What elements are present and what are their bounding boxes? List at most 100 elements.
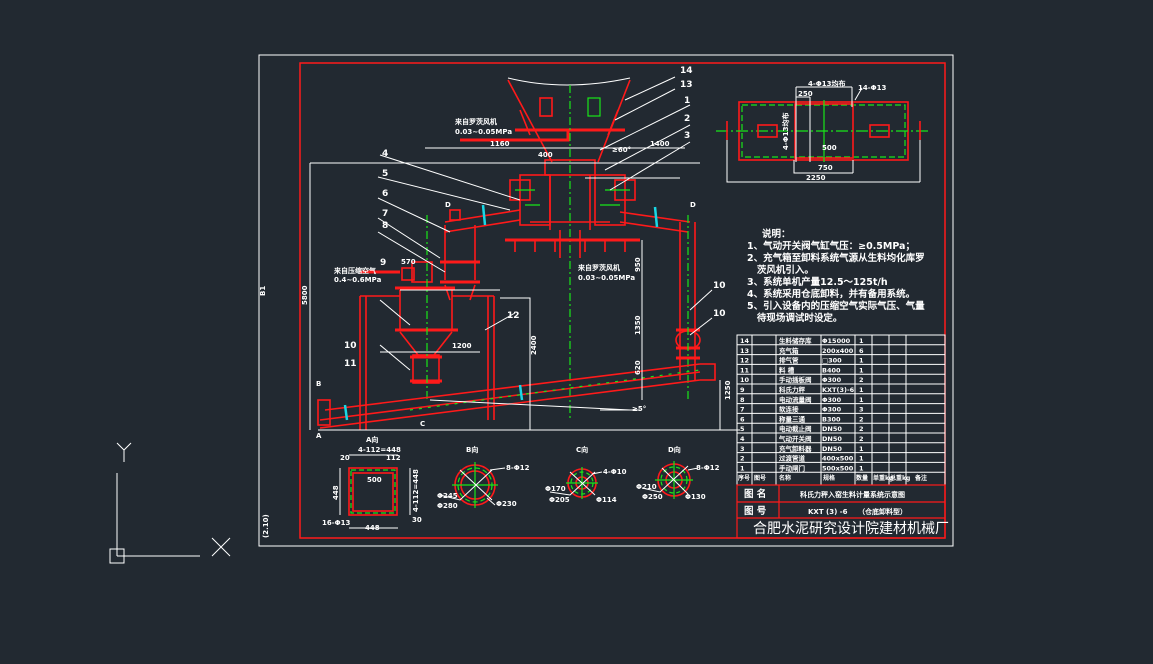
note-item: 1、气动开关阀气缸气压：≥0.5MPa；: [747, 240, 915, 252]
dim-620: 620: [634, 360, 642, 375]
table-cell-name: 电动截止阀: [779, 424, 812, 433]
table-cell-name: 手动插板阀: [779, 375, 812, 384]
table-cell-qty: 1: [859, 396, 864, 404]
plan-view[interactable]: 2250 750 4-Φ13均布 14-Φ13 250 500 4-Φ13均布: [716, 79, 928, 183]
detail-b-dim: Φ280: [437, 502, 458, 510]
table-header: 备注: [914, 474, 927, 482]
flow-labels: 来自罗茨风机 0.03~0.05MPa 来自罗茨风机 0.03~0.05MPa …: [333, 117, 635, 284]
callout-11: 11: [344, 359, 357, 369]
table-cell-qty: 1: [859, 386, 864, 394]
sheet-top-label: B1: [259, 286, 267, 296]
plan-dim-height: 4-Φ13均布: [781, 113, 790, 150]
table-cell-spec: KXT(3)-6: [822, 386, 855, 394]
flow-label-top-pressure: 0.03~0.05MPa: [455, 128, 512, 136]
table-cell-no: 14: [740, 337, 750, 345]
detail-a-dim: 448: [332, 485, 340, 500]
table-cell-name: 气动开关阀: [778, 434, 812, 443]
table-cell-no: 8: [740, 396, 745, 404]
callout-12: 12: [507, 311, 520, 321]
detail-c[interactable]: C向 4-Φ10 Φ170 Φ205 Φ114: [545, 445, 627, 504]
table-cell-name: 称量三通: [779, 414, 806, 423]
callout-4: 4: [382, 149, 388, 159]
detail-c-dim: Φ114: [596, 496, 617, 504]
detail-d[interactable]: D向 8-Φ12 Φ210 Φ250 Φ130: [636, 445, 720, 501]
flow-label-middle-pressure: 0.03~0.05MPa: [578, 274, 635, 282]
plan-hole-note: 14-Φ13: [858, 84, 886, 92]
table-cell-qty: 2: [859, 435, 864, 443]
callout-10b: 10: [713, 309, 726, 319]
detail-d-dim: Φ250: [642, 493, 663, 501]
callout-9: 9: [380, 258, 386, 268]
callout-14: 14: [680, 66, 693, 76]
detail-b-title: B向: [466, 445, 478, 454]
dim-5800: 5800: [301, 285, 309, 305]
detail-a-dim: 500: [367, 476, 382, 484]
callout-8: 8: [382, 221, 388, 231]
note-item: 待现场调试时设定。: [747, 312, 842, 324]
ucs-icon: [109, 442, 231, 564]
drawing-number-note: （仓底卸料型）: [858, 507, 907, 516]
detail-a[interactable]: A向 4-112=448 20 112 500 448 448 4-112=44…: [322, 435, 422, 532]
table-cell-name: 充气卸料器: [779, 444, 812, 453]
detail-b[interactable]: B向 8-Φ12 Φ245 Φ280 Φ230: [437, 445, 530, 510]
table-cell-spec: 500x500: [822, 464, 854, 472]
detail-a-dim: 112: [386, 454, 401, 462]
table-header: 规格: [823, 474, 836, 482]
callout-10a: 10: [713, 281, 726, 291]
table-cell-spec: B400: [822, 366, 841, 374]
detail-a-dim: 16-Φ13: [322, 519, 350, 527]
dim-angle-top: ≥60°: [612, 146, 631, 154]
flow-label-left: 来自压缩空气: [333, 266, 376, 275]
title-block: 图 名 科氏力秤入窑生料计量系统示意图 图 号 KXT (3) -6 （仓底卸料…: [736, 484, 949, 539]
section-mark-d-left: D: [445, 201, 451, 209]
plan-dim-left: 250: [798, 90, 813, 98]
detail-c-dim: 4-Φ10: [603, 468, 627, 476]
table-cell-no: 1: [740, 464, 745, 472]
detail-c-dim: Φ205: [549, 496, 570, 504]
callout-3: 3: [684, 131, 690, 141]
table-cell-spec: Φ300: [822, 376, 842, 384]
sheet-border: [258, 54, 954, 547]
table-cell-spec: Φ300: [822, 406, 842, 414]
detail-d-dim: Φ210: [636, 483, 657, 491]
table-cell-no: 13: [740, 347, 749, 355]
company-name: 合肥水泥研究设计院建材机械厂: [753, 521, 949, 537]
table-cell-name: 料 槽: [779, 365, 795, 374]
drawing-frame: [299, 62, 946, 539]
notes: 说明： 1、气动开关阀气缸气压：≥0.5MPa； 2、充气箱至卸料系统气源从生料…: [747, 228, 925, 324]
sheet-side-label: (2.10): [262, 514, 270, 538]
detail-a-dim: 20: [340, 454, 350, 462]
plan-dim-overall: 2250: [806, 174, 826, 182]
table-header: 图号: [754, 474, 766, 482]
note-item: 茨风机引入。: [747, 264, 814, 276]
table-cell-qty: 1: [859, 337, 864, 345]
section-mark-c: C: [420, 420, 425, 428]
note-item: 2、充气箱至卸料系统气源从生料均化库罗: [747, 252, 925, 264]
section-mark-a: A: [316, 432, 322, 440]
table-cell-qty: 1: [859, 357, 864, 365]
drawing-number: KXT (3) -6: [808, 508, 848, 516]
table-header: 序号: [737, 474, 750, 482]
note-item: 3、系统单机产量12.5～125t/h: [747, 276, 888, 288]
detail-b-dim: 8-Φ12: [506, 464, 530, 472]
detail-a-dim: 4-112=448: [412, 469, 420, 512]
detail-d-title: D向: [668, 445, 681, 454]
table-cell-qty: 2: [859, 415, 864, 423]
section-mark-d-right: D: [690, 201, 696, 209]
table-header: 数量: [856, 474, 868, 482]
plan-dim-mid: 500: [822, 144, 837, 152]
dim-1160: 1160: [490, 140, 510, 148]
notes-title: 说明：: [762, 228, 791, 240]
table-cell-name: 生料储存库: [779, 336, 812, 345]
dim-570: 570: [401, 258, 416, 266]
note-item: 5、引入设备内的压缩空气实际气压、气量: [747, 300, 925, 312]
detail-a-dim: 30: [412, 516, 422, 524]
table-cell-no: 10: [740, 376, 750, 384]
table-cell-no: 6: [740, 415, 745, 423]
detail-a-dim: 448: [365, 524, 380, 532]
callout-13: 13: [680, 80, 693, 90]
main-elevation[interactable]: [309, 76, 740, 431]
table-cell-spec: DN50: [822, 425, 842, 433]
